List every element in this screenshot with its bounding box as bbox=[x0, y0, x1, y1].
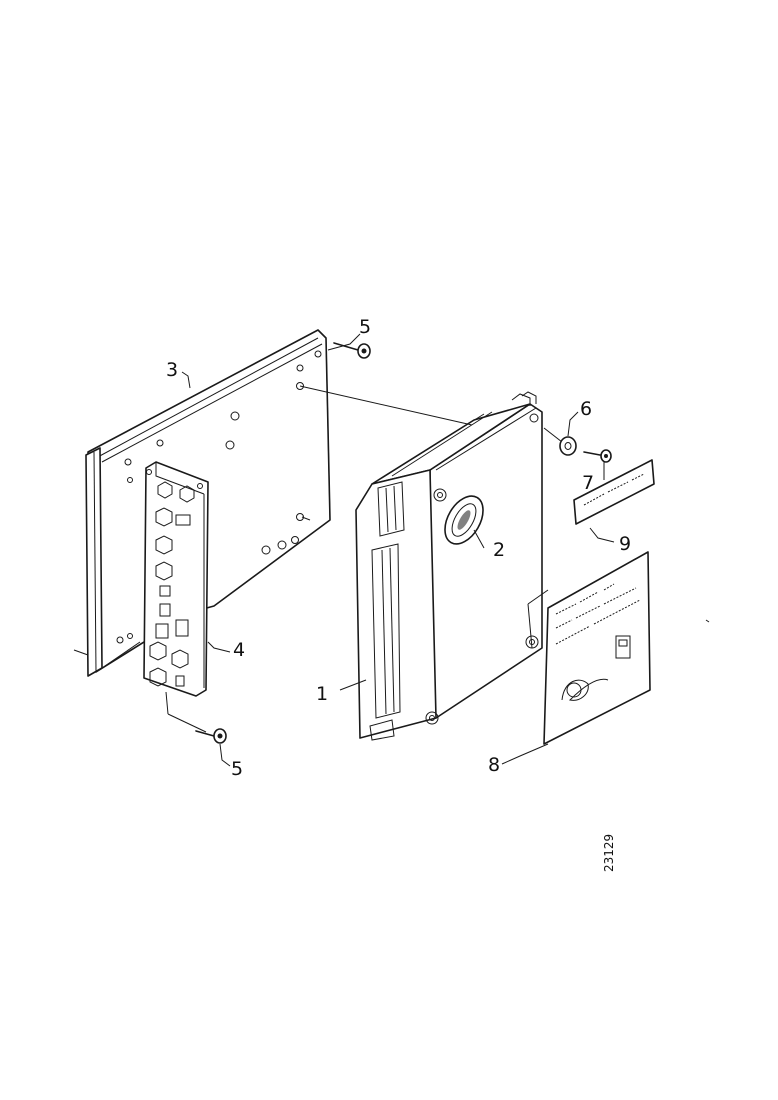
oval-opening bbox=[444, 495, 484, 545]
scan-mark bbox=[705, 619, 710, 623]
alignment-lines bbox=[165, 385, 563, 733]
callout-4: 4 bbox=[233, 639, 245, 661]
identification-plate bbox=[543, 551, 651, 745]
module-box bbox=[355, 391, 543, 741]
callout-2: 2 bbox=[493, 539, 505, 561]
small-screw bbox=[583, 449, 612, 463]
washer bbox=[559, 436, 577, 456]
base-plate bbox=[87, 329, 331, 673]
label-strip bbox=[573, 459, 655, 525]
callout-5-bottom: 5 bbox=[231, 758, 243, 780]
callout-5-top: 5 bbox=[359, 316, 371, 338]
callout-3: 3 bbox=[166, 359, 178, 381]
callout-6: 6 bbox=[580, 398, 592, 420]
leader-lines bbox=[181, 333, 615, 767]
io-bracket bbox=[143, 461, 209, 697]
screw-top bbox=[333, 342, 371, 359]
front-rail bbox=[73, 447, 141, 677]
callout-7: 7 bbox=[582, 472, 594, 494]
callout-8: 8 bbox=[488, 754, 500, 776]
screw-bottom bbox=[195, 728, 227, 744]
callout-9: 9 bbox=[619, 533, 631, 555]
callout-1: 1 bbox=[316, 683, 328, 705]
document-number: 23129 bbox=[602, 834, 616, 872]
